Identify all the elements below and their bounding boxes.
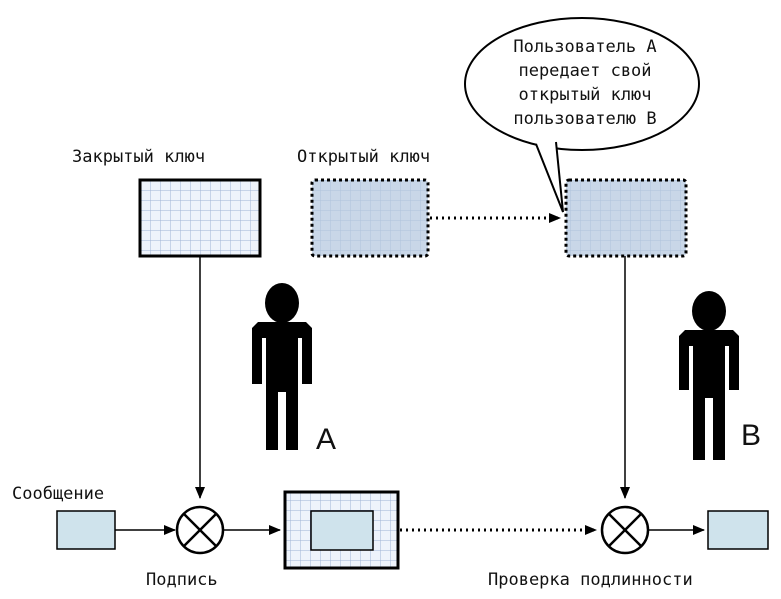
person-a-icon — [252, 283, 312, 450]
user-b-label: B — [741, 419, 761, 452]
signed-message-box — [283, 490, 400, 570]
verification-label: Проверка подлинности — [488, 570, 693, 590]
public-key-box-b — [564, 178, 688, 258]
message-label: Сообщение — [12, 484, 104, 504]
person-b-icon — [679, 291, 739, 460]
public-key-box-a — [310, 178, 430, 258]
message-box — [56, 510, 116, 550]
bubble-line-4: пользователю B — [513, 109, 656, 129]
public-key-label: Открытый ключ — [297, 147, 430, 167]
verify-operator-icon — [600, 505, 650, 555]
private-key-box — [138, 178, 262, 258]
result-message-box — [707, 510, 769, 550]
speech-bubble: Пользователь A передает свой открытый кл… — [464, 17, 700, 213]
sign-operator-icon — [175, 505, 225, 555]
private-key-label: Закрытый ключ — [72, 147, 205, 167]
user-a-label: A — [316, 423, 336, 456]
bubble-line-1: Пользователь A — [513, 37, 656, 57]
bubble-line-2: передает свой — [518, 61, 651, 81]
signature-label: Подпись — [146, 570, 218, 590]
bubble-line-3: открытый ключ — [518, 85, 651, 105]
